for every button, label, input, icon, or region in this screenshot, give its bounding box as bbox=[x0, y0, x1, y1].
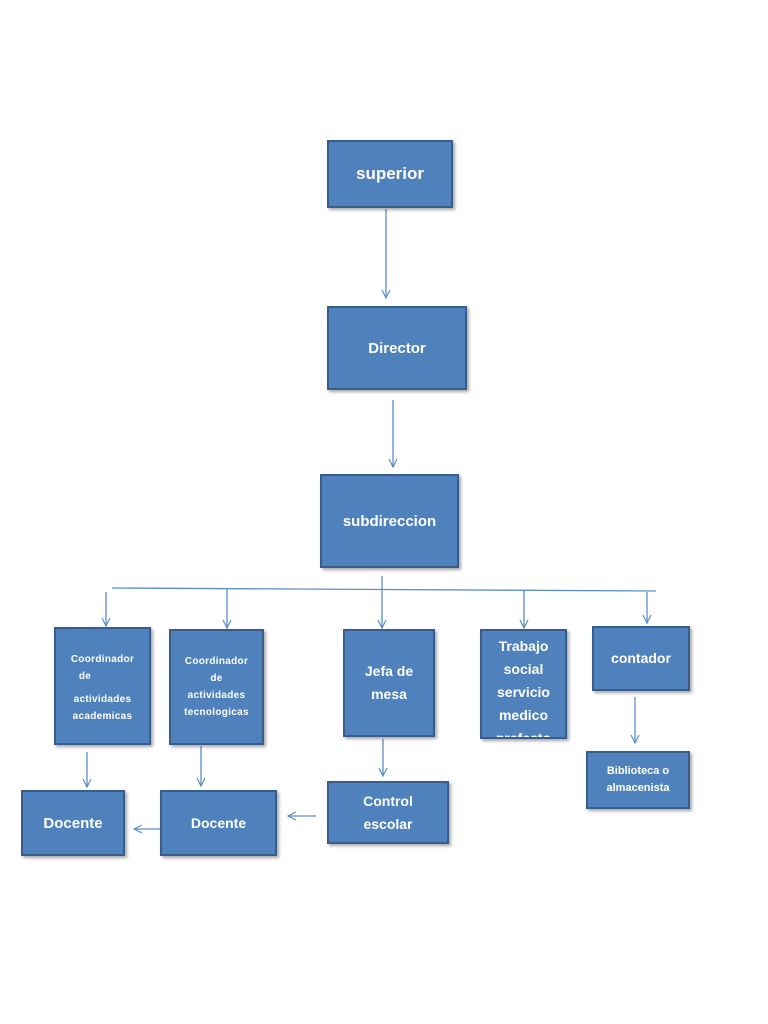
node-jefa-line-1: Jefa de bbox=[364, 663, 414, 679]
node-trabajo-line-3: servicio bbox=[497, 684, 550, 700]
node-superior: superior bbox=[327, 140, 453, 208]
node-subdireccion: subdireccion bbox=[320, 474, 459, 568]
node-trabajo-line-5: prefecto bbox=[495, 730, 552, 739]
node-coord-tec-line-3: actividades bbox=[187, 690, 246, 701]
node-coord-tec-line-4: tecnologicas bbox=[184, 707, 249, 718]
node-coord-tec-line-1: Coordinador bbox=[184, 656, 249, 667]
node-docente-1-label: Docente bbox=[43, 814, 103, 832]
node-coord-tec-line-2: de bbox=[210, 673, 223, 684]
node-jefa-line-2: mesa bbox=[371, 686, 407, 702]
node-director: Director bbox=[327, 306, 467, 390]
node-contador-label: contador bbox=[611, 650, 671, 666]
node-coordinador-actividades-academicas: Coordinador de actividades academicas bbox=[54, 627, 151, 745]
node-coord-acad-line-3: actividades bbox=[73, 694, 132, 705]
horizontal-bus-line bbox=[111, 587, 657, 592]
node-control-line-1: Control bbox=[363, 792, 413, 809]
node-trabajo-social: Trabajo social servicio medico prefecto bbox=[480, 629, 567, 739]
node-biblioteca-almacenista: Biblioteca o almacenista bbox=[586, 751, 690, 809]
node-contador: contador bbox=[592, 626, 690, 691]
node-trabajo-line-4: medico bbox=[498, 707, 548, 723]
node-jefa-de-mesa: Jefa de mesa bbox=[343, 629, 435, 737]
node-biblioteca-line-1: Biblioteca o bbox=[606, 765, 670, 777]
node-director-label: Director bbox=[368, 339, 426, 357]
node-biblioteca-line-2: almacenista bbox=[606, 782, 670, 794]
node-trabajo-line-2: social bbox=[503, 661, 544, 677]
node-control-line-2: escolar bbox=[363, 815, 413, 832]
node-control-escolar: Control escolar bbox=[327, 781, 449, 844]
node-docente-2-label: Docente bbox=[190, 814, 247, 831]
node-coord-acad-line-4: academicas bbox=[72, 711, 133, 722]
node-coord-acad-line-2: de bbox=[78, 671, 92, 682]
node-docente-1: Docente bbox=[21, 790, 125, 856]
node-subdireccion-label: subdireccion bbox=[342, 512, 437, 530]
node-docente-2: Docente bbox=[160, 790, 277, 856]
node-coord-acad-line-1: Coordinador bbox=[70, 654, 135, 665]
node-coordinador-actividades-tecnologicas: Coordinador de actividades tecnologicas bbox=[169, 629, 264, 745]
node-superior-label: superior bbox=[355, 164, 425, 183]
node-trabajo-line-1: Trabajo bbox=[498, 638, 549, 654]
